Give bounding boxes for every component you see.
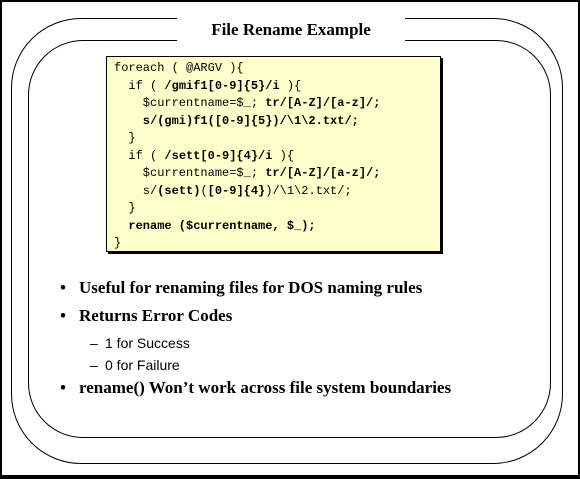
bullet-text: rename() Won’t work across file system b… (79, 378, 452, 397)
bullet-marker: • (60, 278, 66, 297)
code-segment: rename ($currentname, $_); (114, 218, 316, 233)
bullet-item: • Useful for renaming files for DOS namin… (60, 277, 560, 305)
code-segment: } (114, 131, 136, 145)
code-segment: foreach ( @ARGV ){ (114, 61, 244, 75)
code-segment: tr/[A-Z]/[a-z]/; (265, 166, 381, 180)
code-block: foreach ( @ARGV ){ if ( /gmif1[0-9]{5}/i… (106, 56, 441, 252)
sub-bullet-item: –1 for Success (60, 333, 560, 355)
sub-bullet-marker: – (90, 357, 98, 373)
code-segment: (sett) (157, 183, 201, 198)
code-line: if ( /sett[0-9]{4}/i ){ (114, 148, 440, 166)
bullet-text: Returns Error Codes (79, 306, 233, 325)
code-segment: s/ (114, 183, 158, 198)
code-segment: if ( (114, 148, 165, 163)
code-segment: } (114, 201, 136, 215)
code-line: } (114, 235, 440, 253)
slide-title: File Rename Example (177, 18, 405, 42)
code-segment: /sett[0-9]{4}/i (164, 148, 273, 163)
sub-bullet-marker: – (90, 335, 98, 351)
code-line: foreach ( @ARGV ){ (114, 60, 440, 78)
code-line: } (114, 200, 440, 218)
code-segment: if ( (114, 78, 165, 93)
code-segment: } (114, 236, 122, 250)
code-line: if ( /gmif1[0-9]{5}/i ){ (114, 78, 440, 96)
code-segment: ){ (272, 148, 295, 163)
bullet-item: • rename() Won’t work across file system … (60, 377, 560, 405)
code-line: $currentname=$_; tr/[A-Z]/[a-z]/; (114, 165, 440, 183)
code-line: $currentname=$_; tr/[A-Z]/[a-z]/; (114, 95, 440, 113)
bullet-marker: • (60, 378, 66, 397)
bullet-item: • Returns Error Codes (60, 305, 560, 333)
bullet-list: • Useful for renaming files for DOS namin… (60, 277, 560, 405)
code-segment: tr/[A-Z]/[a-z]/; (265, 96, 381, 110)
code-line: } (114, 130, 440, 148)
code-segment: ){ (279, 78, 302, 93)
bullet-marker: • (60, 306, 66, 325)
code-line: rename ($currentname, $_); (114, 218, 440, 236)
code-segment: ( (200, 183, 208, 198)
code-line: s/(gmi)f1([0-9]{5})/\1\2.txt/; (114, 113, 440, 131)
code-segment: s/(gmi)f1([0-9]{5})/\1\2.txt/; (114, 113, 359, 128)
sub-bullet-text: 0 for Failure (105, 357, 180, 373)
code-segment: $currentname=$_; (114, 166, 266, 180)
bullet-text: Useful for renaming files for DOS naming… (79, 278, 423, 297)
sub-bullet-item: –0 for Failure (60, 355, 560, 377)
code-segment: [0-9]{4} (207, 183, 266, 198)
code-line: s/(sett)([0-9]{4})/\1\2.txt/; (114, 183, 440, 201)
sub-bullet-text: 1 for Success (105, 335, 190, 351)
code-segment: $currentname=$_; (114, 96, 266, 110)
code-segment: )/\1\2.txt/; (265, 183, 352, 198)
code-segment: /gmif1[0-9]{5}/i (164, 78, 280, 93)
